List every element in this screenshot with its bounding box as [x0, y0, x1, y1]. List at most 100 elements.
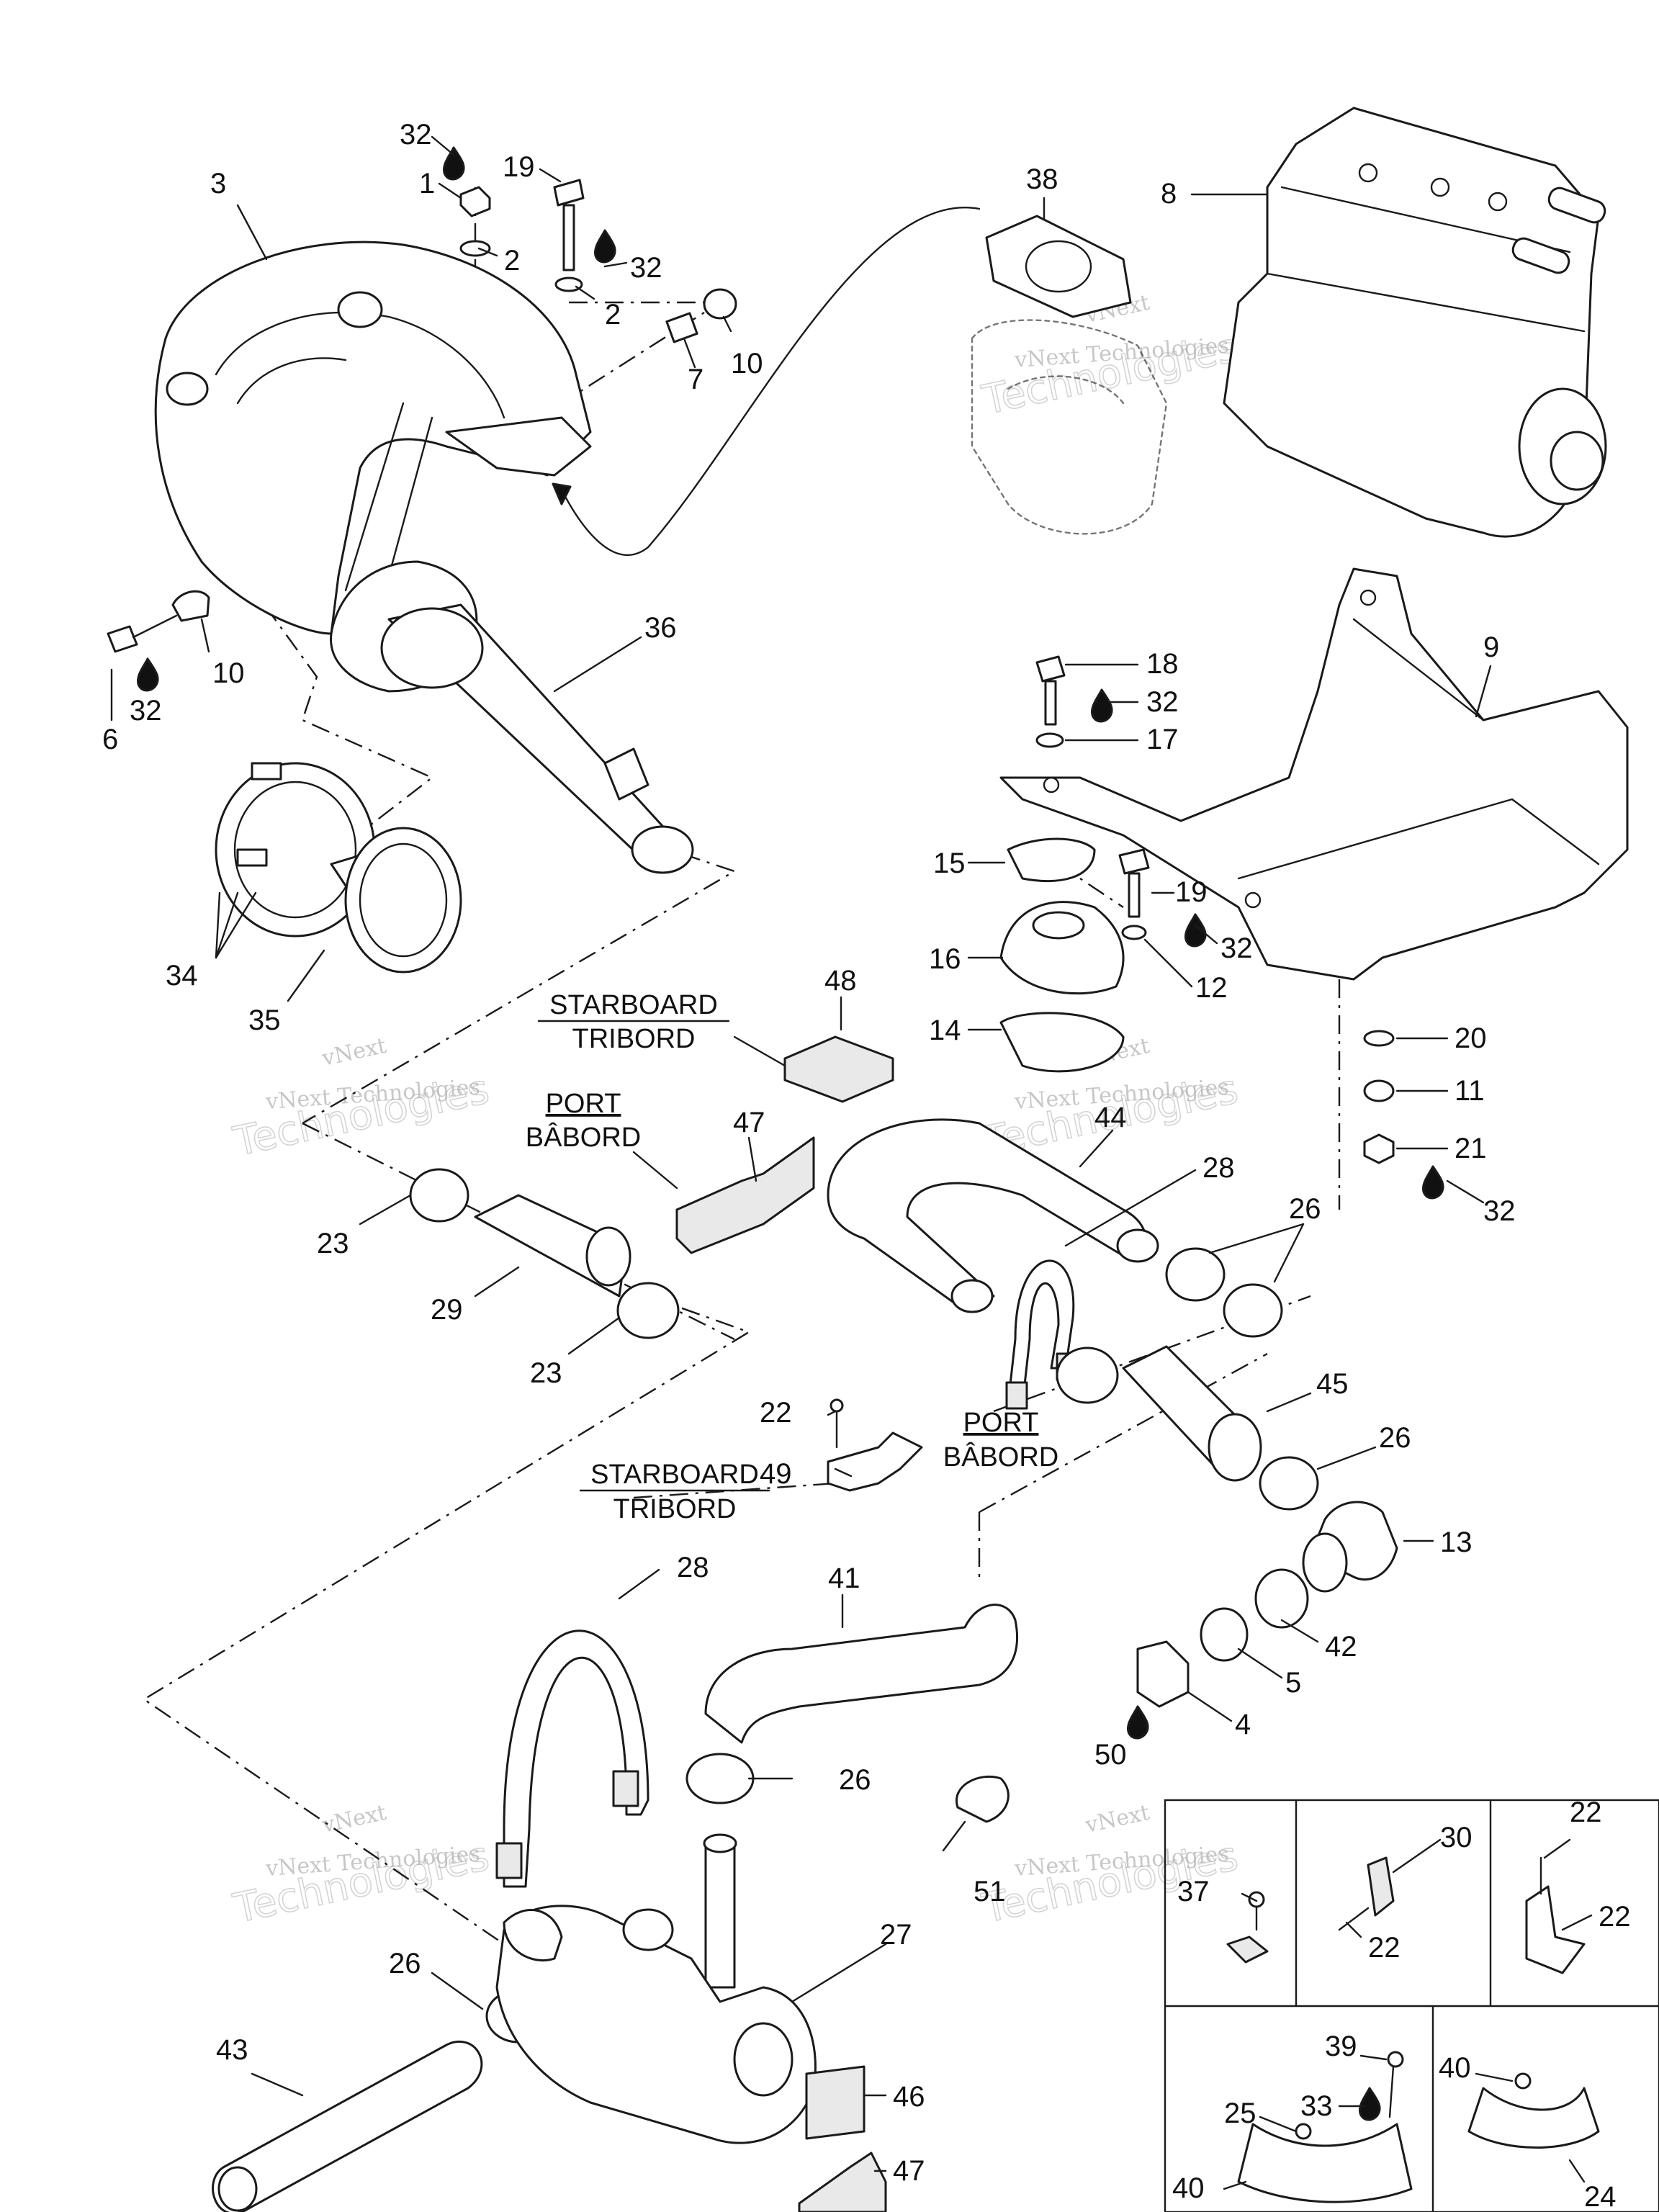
detail-inset-grid — [1164, 1799, 1659, 2212]
callout-10: 10 — [212, 657, 245, 689]
callout-41: 41 — [828, 1563, 860, 1594]
nut-part-1 — [459, 186, 491, 217]
sleeve-end — [344, 827, 462, 974]
washer-part-12 — [1121, 925, 1147, 940]
grommet-part-10 — [171, 590, 210, 622]
cable-tie-part-51 — [942, 1775, 1010, 1852]
callout-14: 14 — [929, 1015, 961, 1046]
chamber-port — [337, 291, 383, 328]
bracket-body — [827, 1431, 923, 1492]
arrow-head — [552, 482, 572, 505]
watermark-bottom-right: vNext vNext Technologies Technologies — [978, 1800, 1243, 1933]
callout-40: 40 — [1439, 2052, 1471, 2084]
nut-plate-part-37 — [1226, 1936, 1269, 1964]
callout-19: 19 — [1175, 876, 1208, 908]
callout-40: 25 — [1224, 2098, 1256, 2129]
clamp-bolt — [251, 762, 282, 781]
clamp-part-23 — [616, 1282, 680, 1339]
clamp-part-23 — [409, 1168, 469, 1223]
callout-22: 22 — [1570, 1797, 1602, 1828]
side-labels: STARBOARD TRIBORD PORT BÂBORD PORT BÂBOR… — [526, 990, 1058, 1524]
callout-45: 45 — [1316, 1368, 1349, 1400]
tie-loop — [955, 1775, 1010, 1823]
callout-28: 28 — [1202, 1152, 1235, 1184]
drop-icon — [443, 146, 465, 181]
pad-part-48 — [783, 1035, 894, 1103]
callout-2: 2 — [605, 299, 621, 331]
engine-block — [1223, 107, 1600, 538]
callout-32: 32 — [1220, 932, 1253, 964]
hose-body — [212, 2040, 483, 2212]
bolt-shank-part-19 — [562, 204, 575, 271]
bolt-head-part-19 — [553, 179, 585, 207]
mount-fasteners-right — [1363, 1030, 1395, 1164]
drop-icon — [1127, 1705, 1149, 1740]
bracket-part-39 — [1525, 1885, 1586, 1974]
pad-part-46 — [805, 2065, 866, 2140]
bed-fold — [1352, 618, 1485, 721]
callout-27: 27 — [880, 1919, 912, 1951]
babord-label: BÂBORD — [943, 1442, 1058, 1473]
hose-end — [585, 1226, 631, 1287]
callout-49: 49 — [760, 1458, 792, 1490]
callout-19: 19 — [503, 151, 535, 183]
watermark-text: vNext — [1082, 1800, 1151, 1838]
screw-head — [1248, 1891, 1265, 1908]
mounting-bracket — [445, 416, 592, 477]
ring-part-5 — [1200, 1607, 1249, 1662]
callout-32: 32 — [1146, 686, 1179, 718]
hose-end — [1208, 1413, 1262, 1482]
callout-29: 29 — [431, 1294, 463, 1326]
saddle-part-24 — [1237, 2123, 1413, 2203]
box-outlet — [733, 2022, 793, 2097]
loctite-drop-icons — [137, 146, 1444, 2121]
clamp-part-26 — [1223, 1283, 1283, 1338]
water-box-part-27 — [495, 1833, 817, 2144]
callout-8: 8 — [1161, 178, 1177, 210]
callout-33: 39 — [1325, 2031, 1357, 2062]
head-line — [1266, 272, 1586, 333]
watermark-mid-left: vNext vNext Technologies Technologies — [229, 1033, 494, 1166]
cone-ring — [380, 607, 484, 689]
bolt-shank-part-19 — [1128, 872, 1141, 918]
callout-47: 47 — [893, 2155, 925, 2187]
mount-hole — [1043, 776, 1060, 793]
washer-part-20 — [1363, 1030, 1395, 1047]
head-bolt — [1430, 177, 1450, 197]
engine-outlet — [1547, 186, 1606, 224]
callout-21: 21 — [1455, 1133, 1487, 1164]
strap-end — [612, 1770, 639, 1807]
elbow-outlet — [1116, 1228, 1159, 1263]
clamp-part-26 — [1056, 1346, 1119, 1404]
sleeve-part-35 — [330, 827, 462, 974]
callout-50: 50 — [1094, 1739, 1127, 1771]
rubber-mount-part-16 — [999, 901, 1125, 995]
grommet-part-10 — [703, 288, 737, 320]
callout-10: 10 — [731, 348, 763, 379]
bed-fold — [1237, 798, 1600, 880]
screw-head — [830, 1398, 844, 1413]
pad-part-47 — [675, 1136, 815, 1254]
callout-2: 2 — [504, 245, 520, 276]
callout-28: 28 — [677, 1552, 709, 1583]
bracket-part-49 — [827, 1398, 923, 1492]
callout-9: 9 — [1483, 631, 1499, 663]
clamp-part-26 — [1165, 1247, 1226, 1302]
clip-part-30 — [1367, 1856, 1395, 1917]
screw-part-40 — [1295, 2123, 1312, 2140]
bolt-head — [1035, 655, 1066, 683]
nut-part-21 — [1363, 1133, 1395, 1164]
bolt-head-part-19 — [1118, 848, 1150, 875]
callout-32: 32 — [630, 252, 662, 284]
callout-26: 26 — [839, 1764, 871, 1796]
spacer-part-7 — [665, 312, 698, 343]
gasket-part-38 — [985, 215, 1132, 318]
cylinder-ghost — [971, 319, 1168, 535]
elbow-body — [827, 1118, 1147, 1312]
callout-12: 12 — [1195, 972, 1228, 1004]
plate-part-14 — [999, 1012, 1125, 1073]
callout-22: 22 — [1368, 1932, 1401, 1964]
pads — [675, 1035, 894, 1254]
strap-part-28-lower — [495, 1629, 649, 1888]
